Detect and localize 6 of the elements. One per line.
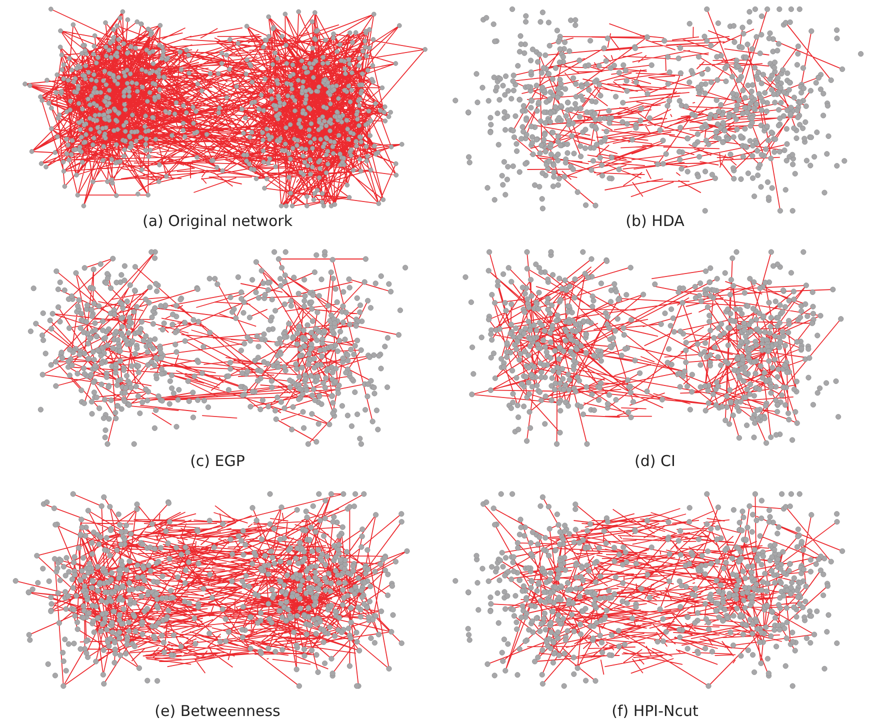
panel-caption: (c) EGP bbox=[190, 452, 245, 470]
panel-caption: (b) HDA bbox=[626, 212, 684, 230]
panel-caption: (f) HPI-Ncut bbox=[612, 702, 698, 720]
panel-caption: (a) Original network bbox=[142, 212, 293, 230]
panel-caption: (d) CI bbox=[634, 452, 676, 470]
panel-caption: (e) Betweenness bbox=[154, 702, 280, 720]
